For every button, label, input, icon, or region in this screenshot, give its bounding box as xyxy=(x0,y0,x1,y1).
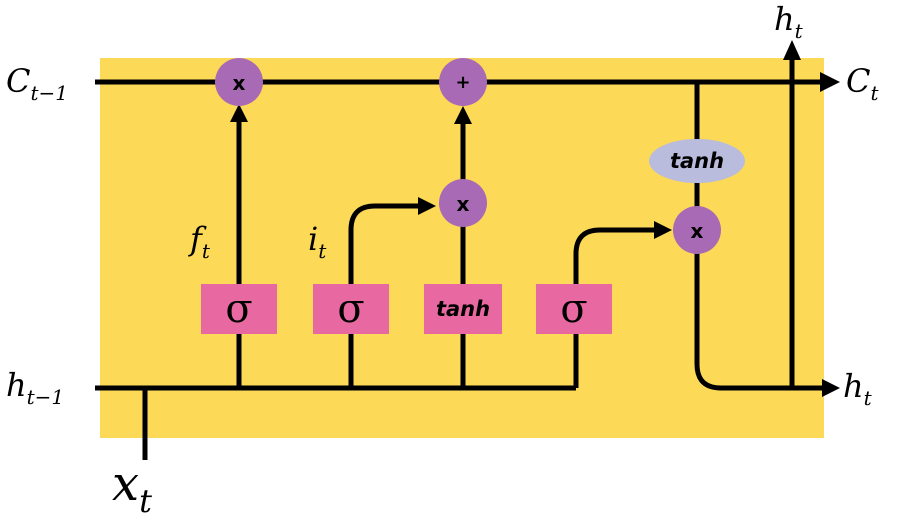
input-multiply-op: x xyxy=(439,179,487,227)
f-gate-sub: t xyxy=(202,239,211,263)
i-gate-label: it xyxy=(308,220,327,263)
output-gate-wire xyxy=(573,227,654,388)
output-gate-arrow xyxy=(654,221,672,239)
h-prev-sub: t−1 xyxy=(27,385,65,409)
cell-add-symbol: + xyxy=(455,72,470,93)
input-gate-box xyxy=(313,284,389,334)
candidate-gate-box xyxy=(424,284,502,334)
forget-multiply-circle xyxy=(215,58,263,106)
h-top-sub: t xyxy=(795,19,804,43)
hidden-output-wire xyxy=(694,252,822,391)
input-multiply-circle xyxy=(439,179,487,227)
c-prev-sub: t−1 xyxy=(30,81,68,105)
c-next-label: Ct xyxy=(846,62,879,105)
h-next-label: ht xyxy=(843,367,873,410)
forget-gate-box xyxy=(201,284,277,334)
output-multiply-symbol: x xyxy=(691,219,704,243)
i-gate-base: i xyxy=(308,220,318,258)
h-prev-label: ht−1 xyxy=(6,366,64,409)
cell-state-output-arrow xyxy=(820,72,840,92)
input-multiply-symbol: x xyxy=(457,192,470,216)
output-gate-box xyxy=(536,284,612,334)
input-gate-wire xyxy=(348,203,418,388)
forget-multiply-symbol: x xyxy=(233,71,246,95)
hidden-output-arrow xyxy=(822,379,840,397)
cell-tanh-label: tanh xyxy=(670,149,724,173)
input-gate: σ xyxy=(313,284,389,334)
x-input-label: xt xyxy=(112,456,152,520)
cell-add-circle xyxy=(439,58,487,106)
h-next-sub: t xyxy=(864,386,873,410)
forget-multiply-op: x xyxy=(215,58,263,106)
h-top-base: h xyxy=(774,0,795,38)
h-next-base: h xyxy=(843,367,864,405)
input-gate-arrow xyxy=(418,197,436,215)
cell-tanh-op: tanh xyxy=(649,139,745,183)
c-prev-base: C xyxy=(6,62,30,100)
candidate-gate: tanh xyxy=(424,284,502,334)
c-prev-label: Ct−1 xyxy=(6,62,68,105)
forget-gate-arrow xyxy=(230,104,248,122)
output-multiply-circle xyxy=(673,206,721,254)
cell-add-op: + xyxy=(439,58,487,106)
x-input-base: x xyxy=(112,456,139,512)
h-top-label: ht xyxy=(774,0,804,43)
input-gate-symbol: σ xyxy=(337,286,364,332)
cell-tanh-oval xyxy=(649,139,745,183)
forget-gate: σ xyxy=(201,284,277,334)
h-prev-base: h xyxy=(6,366,27,404)
c-next-sub: t xyxy=(870,81,879,105)
output-multiply-op: x xyxy=(673,206,721,254)
hidden-top-arrow xyxy=(783,40,801,60)
candidate-gate-label: tanh xyxy=(436,297,490,321)
output-gate-symbol: σ xyxy=(560,286,587,332)
forget-gate-symbol: σ xyxy=(225,286,252,332)
input-to-add-arrow xyxy=(454,106,472,124)
output-gate: σ xyxy=(536,284,612,334)
i-gate-sub: t xyxy=(318,239,327,263)
c-next-base: C xyxy=(846,62,870,100)
x-input-sub: t xyxy=(139,482,152,520)
